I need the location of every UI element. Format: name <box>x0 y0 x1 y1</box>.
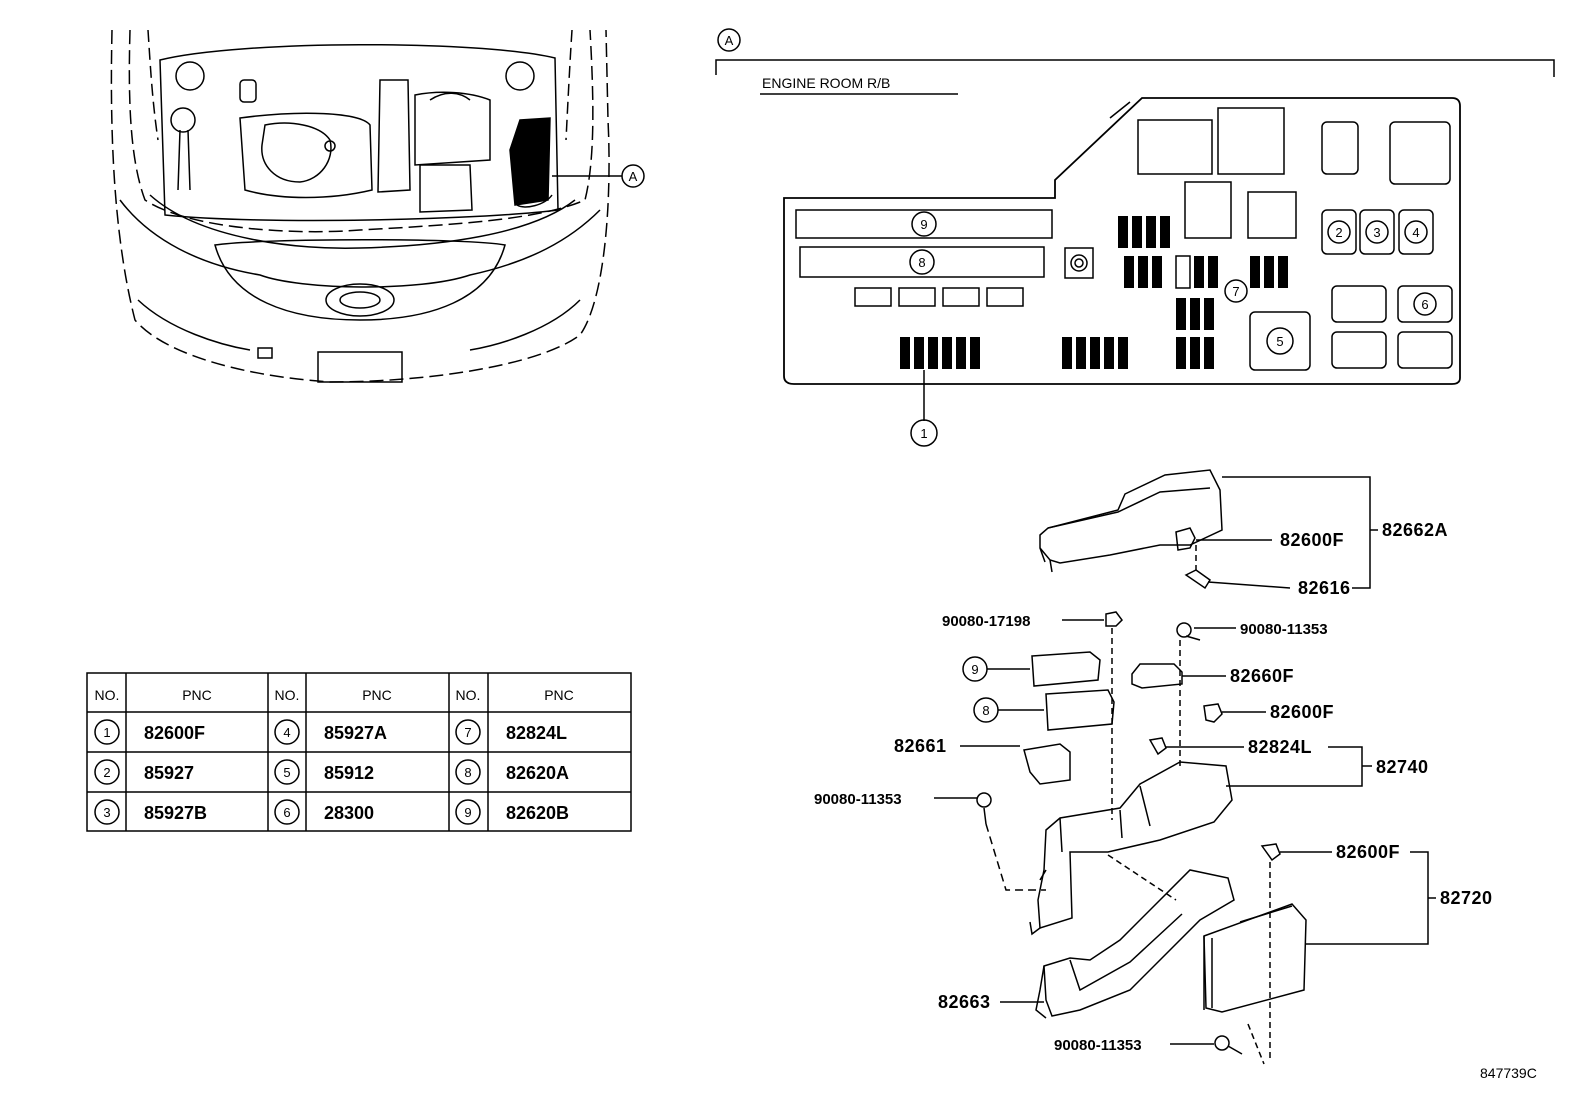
label-82600F-mid: 82600F <box>1270 702 1334 722</box>
table-pnc-cell: 85912 <box>324 763 374 783</box>
relay-block: 1 2 3 4 5 6 7 8 9 <box>783 97 1461 447</box>
table-no-cell: 1 <box>103 725 110 740</box>
section-a-header: A ENGINE ROOM R/B <box>715 28 1555 95</box>
label-82660F: 82660F <box>1230 666 1294 686</box>
rb-callout-7: 7 <box>1232 284 1239 299</box>
rb-callout-1: 1 <box>920 426 927 441</box>
table-no-cell: 4 <box>283 725 290 740</box>
table-no-cell: 8 <box>464 765 471 780</box>
rb-callout-5: 5 <box>1276 334 1283 349</box>
table-pnc-cell: 28300 <box>324 803 374 823</box>
fuse-groups <box>900 216 1288 369</box>
engine-callout-a: A <box>629 169 638 184</box>
section-callout-a: A <box>725 33 734 48</box>
table-header-pnc-2: PNC <box>362 687 392 703</box>
table-pnc-cell: 82600F <box>144 723 205 743</box>
table-no-cell: 6 <box>283 805 290 820</box>
label-90080-11353-bottom: 90080-11353 <box>1054 1037 1142 1054</box>
label-82600F-top: 82600F <box>1280 530 1344 550</box>
label-90080-11353-left: 90080-11353 <box>814 791 902 808</box>
rb-callout-8: 8 <box>918 255 925 270</box>
table-header-no-2: NO. <box>275 687 300 703</box>
table-pnc-cell: 85927B <box>144 803 207 823</box>
label-90080-17198: 90080-17198 <box>942 613 1030 630</box>
label-82616: 82616 <box>1298 578 1351 598</box>
table-header-no-3: NO. <box>456 687 481 703</box>
table-header-no-1: NO. <box>95 687 120 703</box>
label-82720: 82720 <box>1440 888 1493 908</box>
label-82600F-low: 82600F <box>1336 842 1400 862</box>
label-82824L: 82824L <box>1248 737 1312 757</box>
table-pnc-cell: 82620B <box>506 803 569 823</box>
table-pnc-cell: 85927 <box>144 763 194 783</box>
label-82663: 82663 <box>938 992 991 1012</box>
exploded-parts-view: 82600F 82616 82662A 90080-17198 90080-11… <box>814 469 1537 1081</box>
rb-callout-4: 4 <box>1412 225 1419 240</box>
section-title: ENGINE ROOM R/B <box>762 75 890 91</box>
table-header-pnc-1: PNC <box>182 687 212 703</box>
rb-callout-9: 9 <box>920 217 927 232</box>
table-no-cell: 5 <box>283 765 290 780</box>
table-header-pnc-3: PNC <box>544 687 574 703</box>
pnc-table: NO. PNC NO. PNC NO. PNC 1 82600F 4 85927… <box>86 672 632 832</box>
label-90080-11353-top: 90080-11353 <box>1240 621 1328 638</box>
rb-callout-3: 3 <box>1373 225 1380 240</box>
rb-callout-6: 6 <box>1421 297 1428 312</box>
table-no-cell: 7 <box>464 725 471 740</box>
parts-callout-8: 8 <box>982 703 989 718</box>
label-82662A: 82662A <box>1382 520 1448 540</box>
table-no-cell: 3 <box>103 805 110 820</box>
label-82661: 82661 <box>894 736 947 756</box>
table-pnc-cell: 82620A <box>506 763 569 783</box>
label-82740: 82740 <box>1376 757 1429 777</box>
diagram-id: 847739C <box>1480 1065 1537 1081</box>
table-pnc-cell: 85927A <box>324 723 387 743</box>
parts-callout-9: 9 <box>971 662 978 677</box>
table-no-cell: 9 <box>464 805 471 820</box>
table-no-cell: 2 <box>103 765 110 780</box>
engine-bay-view: A <box>110 29 645 383</box>
rb-callout-2: 2 <box>1335 225 1342 240</box>
table-pnc-cell: 82824L <box>506 723 567 743</box>
